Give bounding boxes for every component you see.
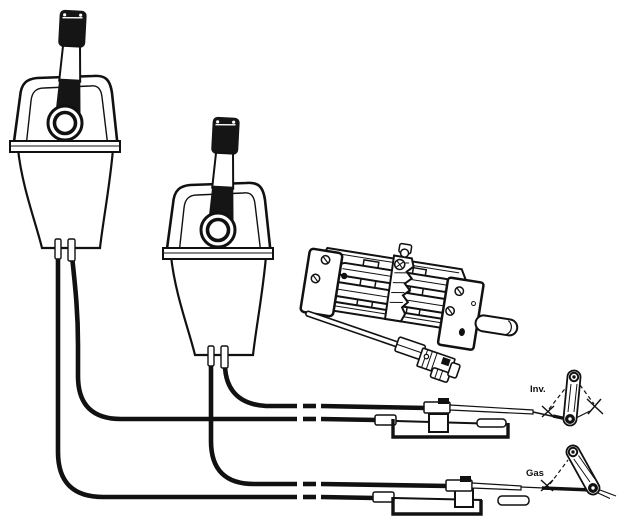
output-shaft (474, 314, 519, 337)
actuator-left-plate (299, 247, 344, 318)
inverter-lever-linkage: Inv. (530, 369, 604, 427)
clamp-block (428, 413, 449, 433)
travel-limit-x-mark (541, 405, 555, 418)
arm-slot-line (573, 383, 578, 413)
mounting-bracket (391, 497, 483, 516)
gas-lever-arm (565, 444, 601, 496)
cable-end-ferrule (372, 491, 395, 503)
connecting-rod-assembly (305, 310, 461, 383)
clamp-strap (383, 254, 415, 323)
screw-slot (395, 261, 404, 268)
swing-arc-dashed (579, 384, 595, 405)
screw-slot (322, 256, 329, 264)
control-cables (55, 255, 450, 501)
gas-lever-linkage: Gas (526, 444, 617, 499)
conduit-rod (476, 418, 507, 428)
conduit-rod (497, 495, 530, 506)
arm-eye-pin (571, 450, 575, 454)
mounting-bracket (391, 419, 510, 439)
arm-eye-pin (572, 375, 576, 379)
connector-hatch (425, 351, 433, 370)
cable-lever2-gas (208, 362, 297, 487)
arm-pivot-pin (568, 417, 572, 421)
gas-cable-hardware (372, 476, 593, 516)
clamp-hatch (389, 301, 403, 303)
adjuster-nut (460, 476, 471, 482)
clamp-hatch (391, 292, 405, 294)
actuator-unit (299, 242, 519, 351)
cable-break-symbols (303, 403, 316, 500)
connector-hatch (430, 352, 438, 372)
swing-arc-dashed (548, 384, 569, 410)
inverter-cable-hardware (374, 398, 568, 439)
cable-gas-upper (320, 481, 450, 489)
cable-inverter-upper (320, 403, 428, 411)
cable-gas-lower (320, 494, 376, 501)
connector-hatch (434, 368, 439, 379)
arm-slot-line (578, 455, 596, 479)
connector-latch (440, 357, 451, 367)
control-lever-1 (8, 7, 122, 263)
arm-slot-line (567, 383, 572, 413)
connector-line (396, 343, 424, 354)
cable-lever2-inverter (222, 363, 297, 409)
control-lever-2 (161, 114, 275, 370)
screw-slot (456, 287, 463, 295)
cable-inverter-lower (320, 416, 378, 423)
connector-pin (423, 353, 430, 360)
threaded-rod (449, 404, 534, 415)
shaft-end-line (505, 320, 512, 336)
mount-hole (341, 272, 348, 280)
clamp-bolt-washer (399, 248, 410, 258)
cable-lever1-inverter (69, 255, 297, 422)
travel-limit-x-mark (540, 479, 554, 492)
arm-slot-line (573, 458, 591, 483)
cable-lever1-gas (55, 255, 297, 500)
cable-end-ferrule (374, 414, 397, 426)
screw-icon (471, 301, 477, 307)
threaded-rod (471, 482, 522, 491)
arm-pivot-pin (591, 486, 595, 490)
pivot-link-line (575, 410, 591, 419)
inverter-label: Inv. (530, 384, 546, 395)
adjuster-nut (438, 398, 449, 404)
cable-clamp-bracket (383, 242, 415, 323)
connector-end-cap (447, 361, 461, 379)
link-rod (520, 486, 545, 489)
pivot-link-line (599, 489, 617, 497)
mount-hole (458, 328, 465, 337)
clamp-hatch (394, 272, 408, 274)
shaft-cylinder (474, 314, 519, 337)
screw-slot (312, 274, 319, 283)
connector-tab (429, 367, 451, 383)
gas-label: Gas (526, 468, 544, 479)
connector-hatch (438, 370, 444, 381)
swing-arc-dashed (549, 459, 569, 485)
pivot-link-line (597, 492, 611, 499)
screw-slot (447, 307, 454, 315)
clamp-hatch (392, 282, 406, 284)
